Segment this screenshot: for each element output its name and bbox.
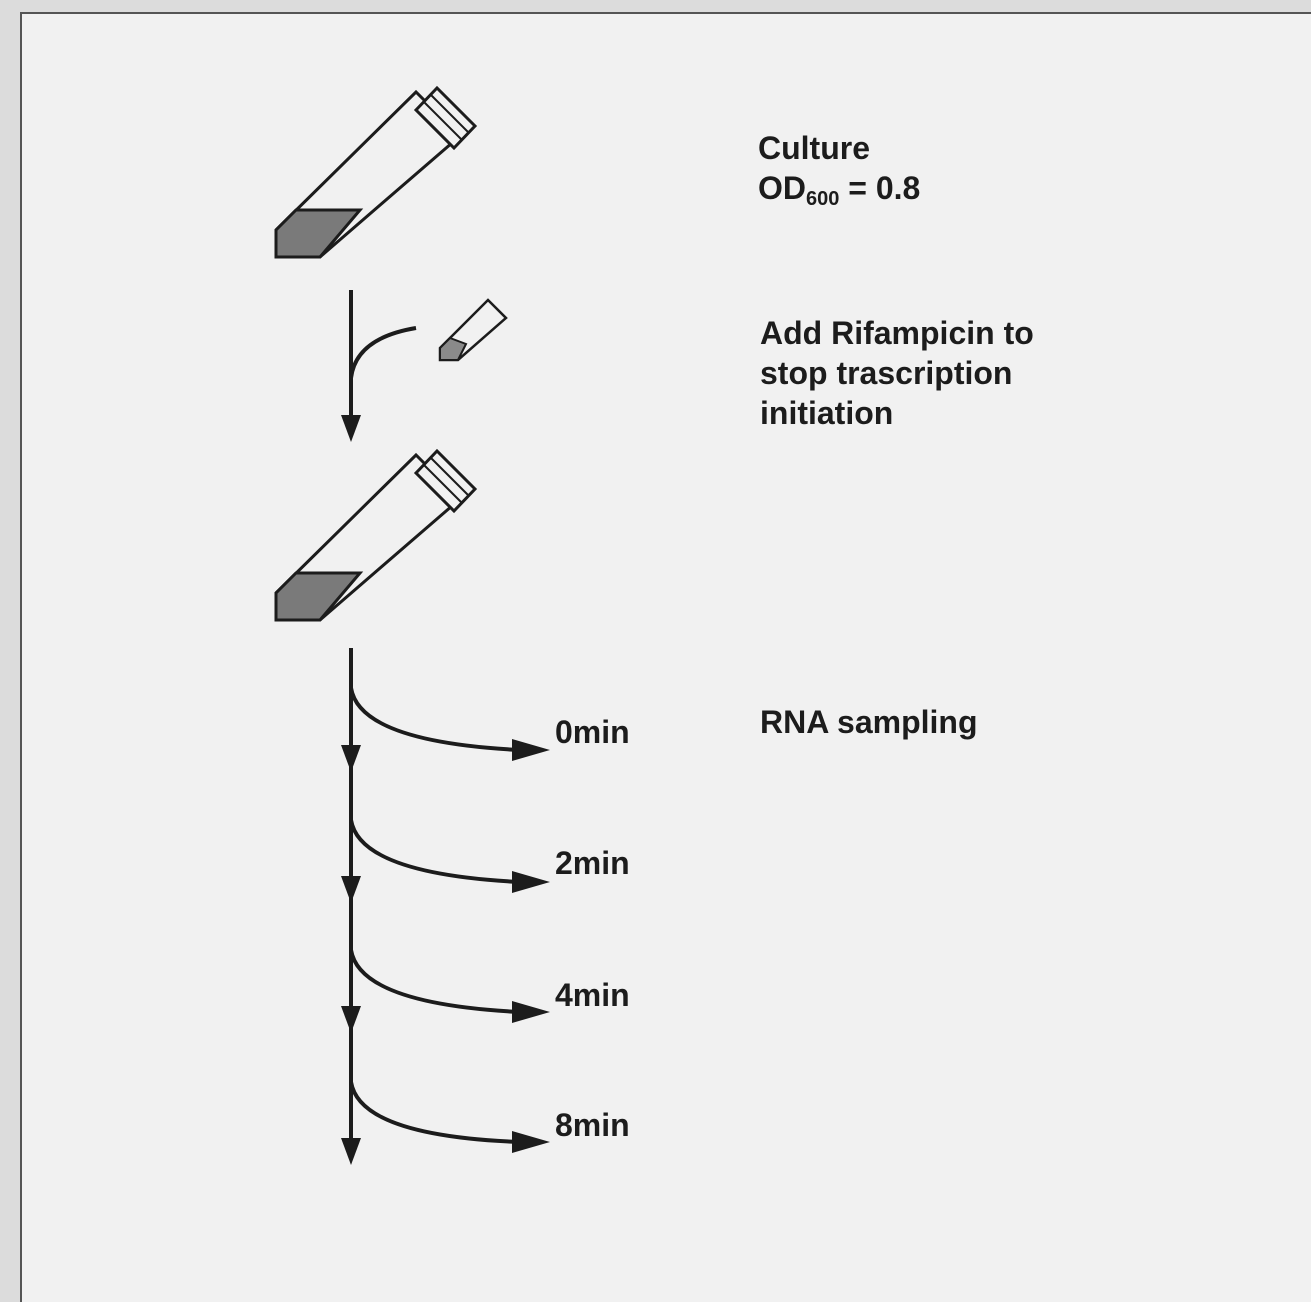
timepoint-label-2: 2min [555, 843, 630, 883]
culture-label: Culture OD600 = 0.8 [758, 128, 920, 208]
od-prefix: OD [758, 170, 806, 206]
pipette-icon [440, 300, 506, 360]
add-rifampicin-arrow [341, 290, 416, 442]
od-subscript: 600 [806, 188, 839, 210]
culture-tube-bottom-icon [276, 451, 475, 620]
rifampicin-label: Add Rifampicin to stop trascription init… [760, 313, 1034, 433]
timepoint-label-4: 4min [555, 975, 630, 1015]
rifampicin-line-2: stop trascription [760, 353, 1034, 393]
culture-title: Culture [758, 128, 920, 168]
culture-tube-top-icon [276, 88, 475, 257]
sampling-arrows [341, 648, 550, 1165]
timepoint-label-0: 0min [555, 712, 630, 752]
timepoint-label-8: 8min [555, 1105, 630, 1145]
rna-sampling-label: RNA sampling [760, 702, 978, 742]
od-value: = 0.8 [839, 170, 920, 206]
rifampicin-line-1: Add Rifampicin to [760, 313, 1034, 353]
od-readout: OD600 = 0.8 [758, 168, 920, 208]
rifampicin-line-3: initiation [760, 393, 1034, 433]
